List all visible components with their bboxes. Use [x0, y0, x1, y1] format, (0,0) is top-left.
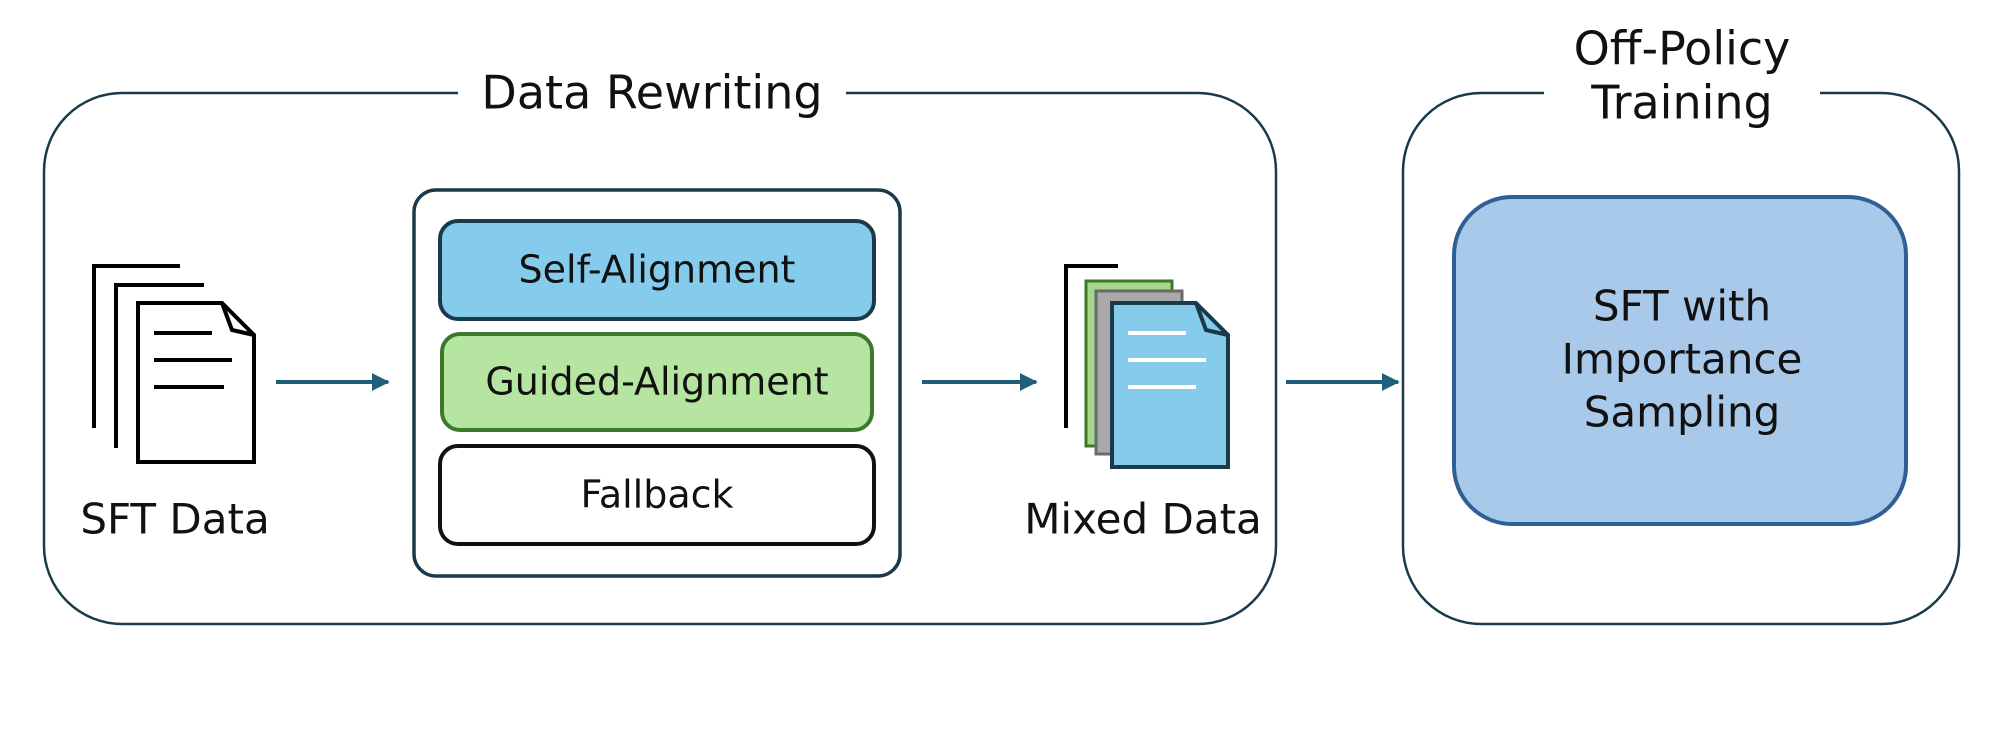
mixed-data-label: Mixed Data — [1024, 495, 1262, 544]
title-gap — [1544, 30, 1820, 140]
off-policy-training-panel: Off-Policy Training SFT with Importance … — [1401, 22, 1961, 626]
off-policy-title-line1: Off-Policy — [1574, 22, 1791, 76]
guided-alignment-box — [440, 332, 874, 432]
doc-front — [136, 301, 256, 464]
rewriting-strategies-container: Self-Alignment Guided-Alignment Fallback — [412, 188, 902, 578]
sft-data-icon — [92, 264, 256, 464]
title-gap — [458, 68, 846, 120]
mixed-data-icon — [1064, 264, 1230, 469]
doc-fold — [1194, 302, 1229, 337]
data-rewriting-panel: Data Rewriting — [42, 66, 1278, 626]
doc-back-edge — [92, 264, 180, 428]
sft-box-line1: SFT with — [1593, 282, 1771, 331]
self-alignment-box — [438, 219, 876, 321]
off-policy-title-line2: Training — [1590, 76, 1773, 130]
guided-alignment-label: Guided-Alignment — [485, 360, 828, 404]
fallback-label: Fallback — [580, 473, 733, 517]
doc-fold — [220, 302, 255, 337]
self-alignment-label: Self-Alignment — [519, 248, 796, 292]
sft-importance-sampling-box — [1452, 195, 1908, 526]
doc-middle-edge — [114, 283, 204, 448]
sft-data-label: SFT Data — [80, 495, 269, 544]
doc-back-edge — [1064, 264, 1118, 428]
sft-box-line2: Importance — [1562, 335, 1803, 384]
fallback-box — [438, 444, 876, 546]
data-rewriting-title: Data Rewriting — [481, 66, 822, 120]
sft-box-line3: Sampling — [1584, 388, 1781, 437]
